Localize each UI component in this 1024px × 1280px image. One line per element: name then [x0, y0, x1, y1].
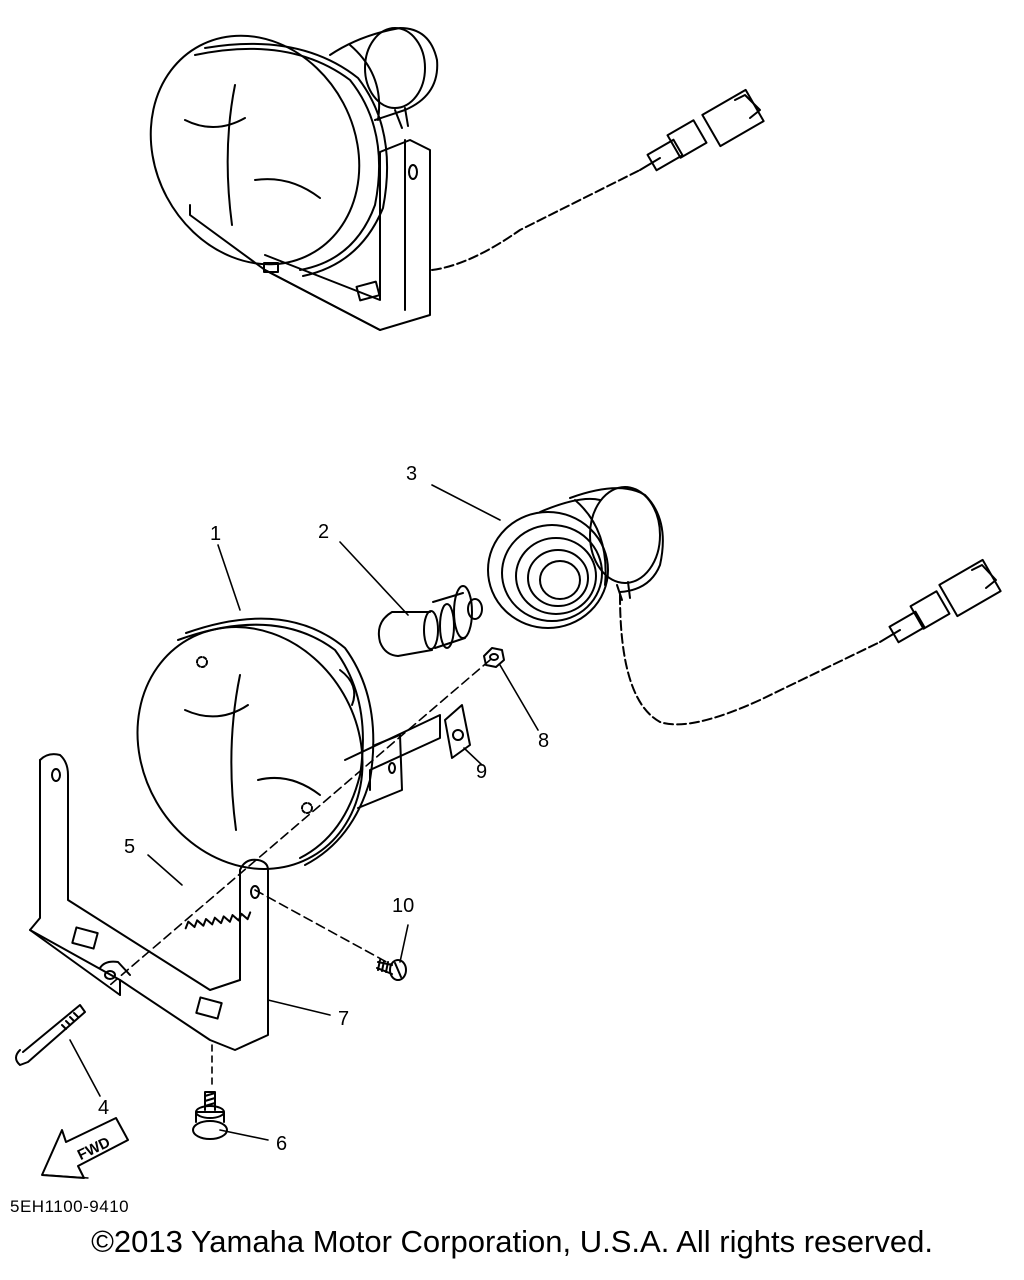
- forward-direction-arrow[interactable]: FWD: [41, 1117, 129, 1179]
- callout-6: 6: [276, 1133, 287, 1155]
- callout-9: 9: [476, 761, 487, 783]
- fwd-label: FWD: [75, 1134, 113, 1164]
- part-2-bulb[interactable]: [377, 585, 483, 657]
- callout-7: 7: [338, 1008, 349, 1030]
- assembled-bracket: [189, 139, 431, 331]
- assembly-guide-line: [109, 659, 491, 986]
- callout-leader-lines: [69, 484, 539, 1141]
- callout-3: 3: [406, 463, 417, 485]
- assembled-lamp-housing: [149, 34, 389, 277]
- callout-8: 8: [538, 730, 549, 752]
- assembled-fog-lamp: [149, 27, 765, 331]
- part-6-flange-bolt[interactable]: [192, 1091, 228, 1140]
- callout-1: 1: [210, 523, 221, 545]
- callout-2: 2: [318, 521, 329, 543]
- part-4-bolt[interactable]: [15, 1004, 86, 1066]
- callout-5: 5: [124, 836, 135, 858]
- part-5-spring[interactable]: [183, 890, 252, 952]
- copyright-notice: ©2013 Yamaha Motor Corporation, U.S.A. A…: [91, 1224, 933, 1259]
- part-9-clip[interactable]: [444, 704, 471, 759]
- diagram-code: 5EH1100-9410: [10, 1197, 130, 1216]
- callout-10: 10: [392, 895, 414, 917]
- callout-labels: 1 2 3 4 5 6 7 8 9 10: [98, 463, 549, 1155]
- callout-4: 4: [98, 1097, 109, 1119]
- screw-guide-line: [254, 889, 393, 966]
- part-3-socket[interactable]: [487, 486, 664, 629]
- assembled-wire-lead: [431, 88, 765, 271]
- socket-wire-lead: [619, 558, 1002, 726]
- part-8-nut[interactable]: [483, 647, 505, 668]
- part-10-screw[interactable]: [376, 959, 407, 981]
- assembled-socket: [329, 27, 439, 129]
- part-1-lamp-unit[interactable]: [94, 586, 441, 911]
- part-7-bracket[interactable]: [29, 753, 269, 1051]
